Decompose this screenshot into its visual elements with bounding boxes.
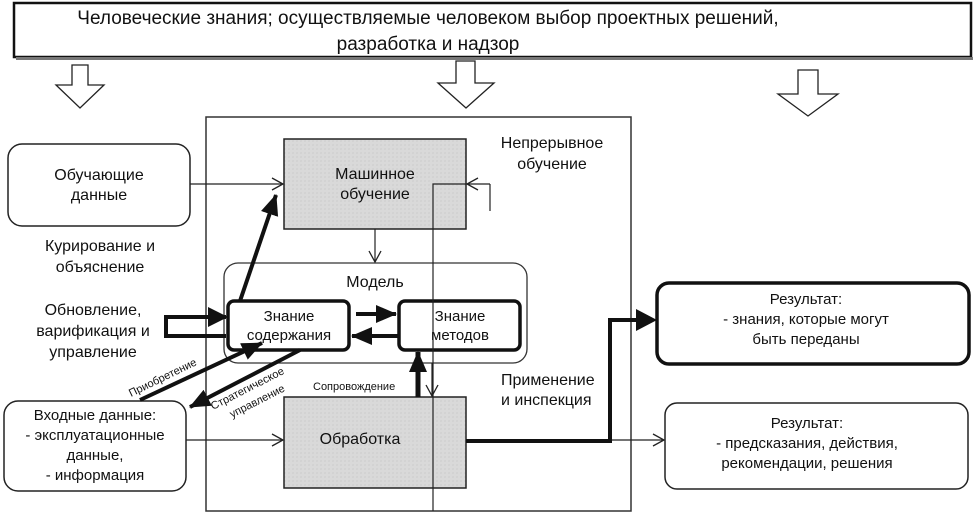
acquisition-arrow [139,341,263,402]
curation-label-line-2: объяснение [56,259,145,276]
machine-learning-node[interactable]: Машинное обучение [283,138,467,230]
input-data-line-2: - эксплуатационные [25,427,164,444]
update-loop-line [164,315,226,338]
result-knowledge-node[interactable]: Результат: - знания, которые могут быть … [655,281,971,366]
update-label-line-3: управление [49,344,137,361]
method-knowledge-node[interactable]: Знание методов [397,299,522,352]
system-frame [205,116,632,512]
update-label-line-2: варификация и [36,323,150,340]
content-knowledge-node[interactable]: Знание содержания [226,299,351,352]
continuous-learning-label-line-2: обучение [517,156,587,173]
header-banner: Человеческие знания; осуществляемые чело… [12,1,973,60]
feedback-line [432,183,467,511]
result-predictions-line-1: Результат: [771,415,843,432]
processing-to-knowledge-line [466,318,650,443]
result-knowledge-line-2: - знания, которые могут [723,311,889,328]
training-data-line-1: Обучающие [54,167,144,184]
model-label: Модель [346,274,403,291]
processing-label: Обработка [320,431,401,448]
content-knowledge-line-1: Знание [264,308,315,325]
input-data-line-3: данные, [67,447,124,464]
training-data-line-2: данные [71,187,127,204]
content-to-ml-arrow [238,194,279,302]
training-data-node[interactable]: Обучающие данные [7,143,191,227]
result-knowledge-line-1: Результат: [770,291,842,308]
method-knowledge-line-2: методов [431,327,489,344]
method-knowledge-line-1: Знание [435,308,486,325]
result-predictions-node[interactable]: Результат: - предсказания, действия, рек… [664,402,969,490]
application-label-line-2: и инспекция [501,392,591,409]
curation-label-line-1: Курирование и [45,238,155,255]
down-arrow-left-icon [54,64,106,109]
down-arrow-center-icon [436,60,496,109]
application-label-line-1: Применение [501,372,595,389]
update-label-line-1: Обновление, [45,302,142,319]
strategic-management-arrow [189,348,301,409]
content-knowledge-line-2: содержания [247,327,331,344]
header-line-2: разработка и надзор [337,34,520,55]
input-data-node[interactable]: Входные данные: - эксплуатационные данны… [3,400,187,492]
machine-learning-line-1: Машинное [335,166,415,183]
result-predictions-line-3: рекомендации, решения [721,455,892,472]
result-knowledge-line-3: быть переданы [752,331,859,348]
header-line-1: Человеческие знания; осуществляемые чело… [77,8,778,29]
result-predictions-line-2: - предсказания, действия, [716,435,898,452]
maintenance-label: Сопровождение [313,381,395,393]
machine-learning-line-2: обучение [340,186,410,203]
down-arrow-right-icon [776,69,840,117]
continuous-learning-label-line-1: Непрерывное [501,135,604,152]
update-loop-arrowhead-icon [208,307,228,327]
processing-node[interactable]: Обработка [283,396,467,489]
input-data-line-4: - информация [46,467,145,484]
to-knowledge-arrowhead-icon [636,309,657,331]
input-data-line-1: Входные данные: [34,407,156,424]
